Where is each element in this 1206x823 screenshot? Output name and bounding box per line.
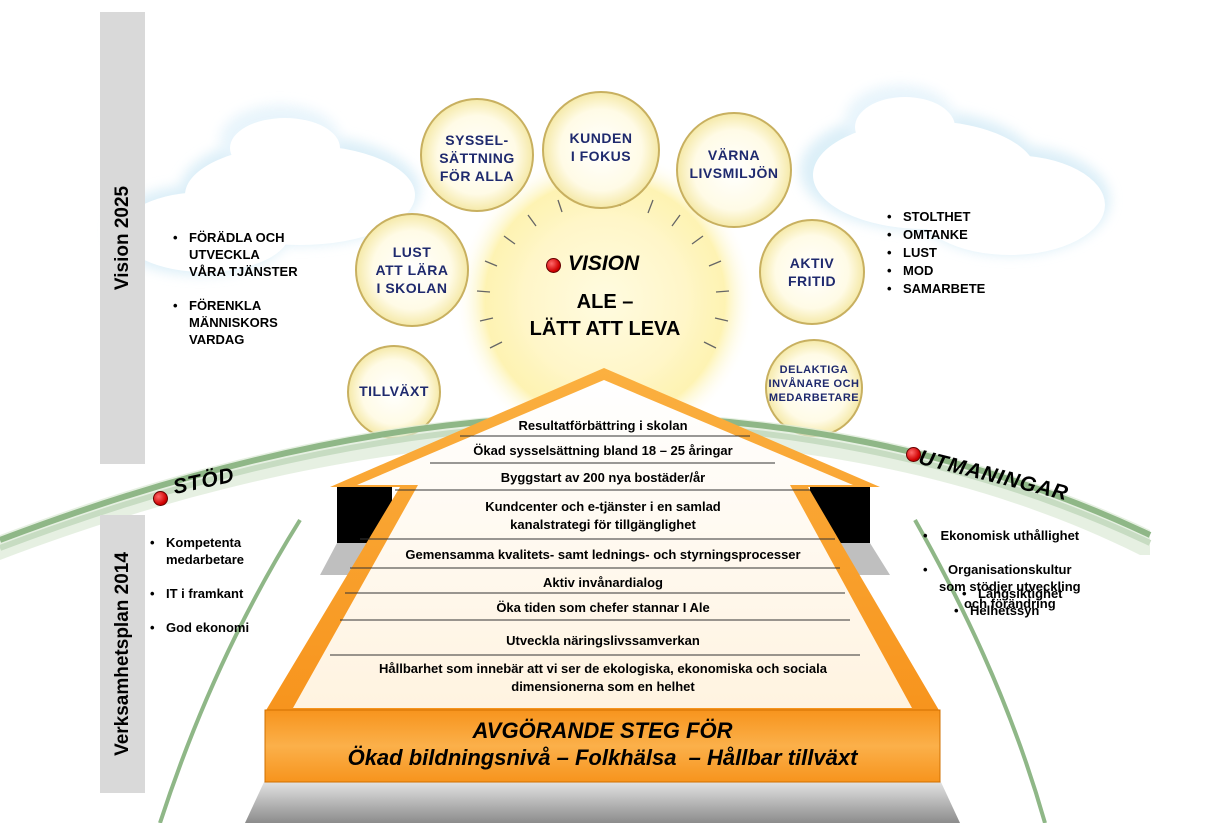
circle-lust-att-lara: LUST ATT LÄRA I SKOLAN <box>375 244 449 296</box>
vision-left-bullets: FÖRÄDLA OCH UTVECKLA VÅRA TJÄNSTER FÖREN… <box>173 212 298 365</box>
vision-left-bullet: FÖRÄDLA OCH UTVECKLA VÅRA TJÄNSTER <box>173 229 298 280</box>
values-right-bullets: STOLTHET OMTANKE LUST MOD SAMARBETE <box>887 208 985 298</box>
stod-item: God ekonomi <box>150 619 249 636</box>
value-bullet: OMTANKE <box>887 226 985 244</box>
sidebar-plan: Verksamhetsplan 2014 <box>100 515 145 793</box>
value-bullet: STOLTHET <box>887 208 985 226</box>
step-9: Hållbarhet som innebär att vi ser de eko… <box>379 661 827 694</box>
circle-varna-livsmiljon: VÄRNA LIVSMILJÖN <box>689 147 779 181</box>
stod-dot <box>153 491 168 506</box>
utmaningar-dot <box>906 447 921 462</box>
stod-list: Kompetenta medarbetare IT i framkant God… <box>150 517 249 653</box>
vision-label: VISION <box>568 252 640 275</box>
step-6: Aktiv invånardialog <box>543 575 663 590</box>
circle-sysselsattning: SYSSEL- SÄTTNING FÖR ALLA <box>439 132 515 184</box>
utmaningar-sublist: Långsiktighet Helhetssyn <box>954 585 1063 619</box>
sidebar-vision-label: Vision 2025 <box>111 185 133 291</box>
value-circles <box>347 91 865 439</box>
value-bullet: LUST <box>887 244 985 262</box>
road <box>245 780 960 823</box>
base-bar <box>264 709 941 783</box>
step-4: Kundcenter och e-tjänster i en samlad ka… <box>485 499 721 532</box>
vision-dot <box>546 258 561 273</box>
sidebar-vision: Vision 2025 <box>100 12 145 464</box>
step-1: Resultatförbättring i skolan <box>518 418 688 433</box>
vision-left-bullet: FÖRENKLA MÄNNISKORS VARDAG <box>173 297 298 348</box>
stod-item: Kompetenta medarbetare <box>150 534 249 568</box>
base-title: AVGÖRANDE STEG FÖR <box>472 718 733 743</box>
base-subtitle: Ökad bildningsnivå – Folkhälsa – Hållbar… <box>347 745 858 770</box>
circle-kunden-i-fokus: KUNDEN I FOKUS <box>569 130 633 164</box>
circle-delaktiga: DELAKTIGA INVÅNARE OCH MEDARBETARE <box>768 364 860 404</box>
vision-line1: ALE – <box>576 291 634 313</box>
vision-line2: LÄTT ATT LEVA <box>529 318 681 340</box>
step-8: Utveckla näringslivssamverkan <box>506 633 700 648</box>
stod-item: IT i framkant <box>150 585 249 602</box>
step-7: Öka tiden som chefer stannar I Ale <box>496 600 710 615</box>
vision-sun-glow <box>455 150 755 450</box>
value-bullet: SAMARBETE <box>887 280 985 298</box>
circle-tillvaxt: TILLVÄXT <box>359 383 429 399</box>
step-2: Ökad sysselsättning bland 18 – 25 åringa… <box>473 443 733 458</box>
step-3: Byggstart av 200 nya bostäder/år <box>500 470 706 485</box>
utmaningar-subitem: Helhetssyn <box>954 602 1063 619</box>
step-dividers <box>330 435 860 656</box>
circle-aktiv-fritid: AKTIV FRITID <box>787 255 837 289</box>
utmaningar-item: Ekonomisk uthållighet <box>923 527 1081 544</box>
utmaningar-subitem: Långsiktighet <box>962 585 1063 602</box>
value-bullet: MOD <box>887 262 985 280</box>
step-5: Gemensamma kvalitets- samt lednings- och… <box>405 547 801 562</box>
